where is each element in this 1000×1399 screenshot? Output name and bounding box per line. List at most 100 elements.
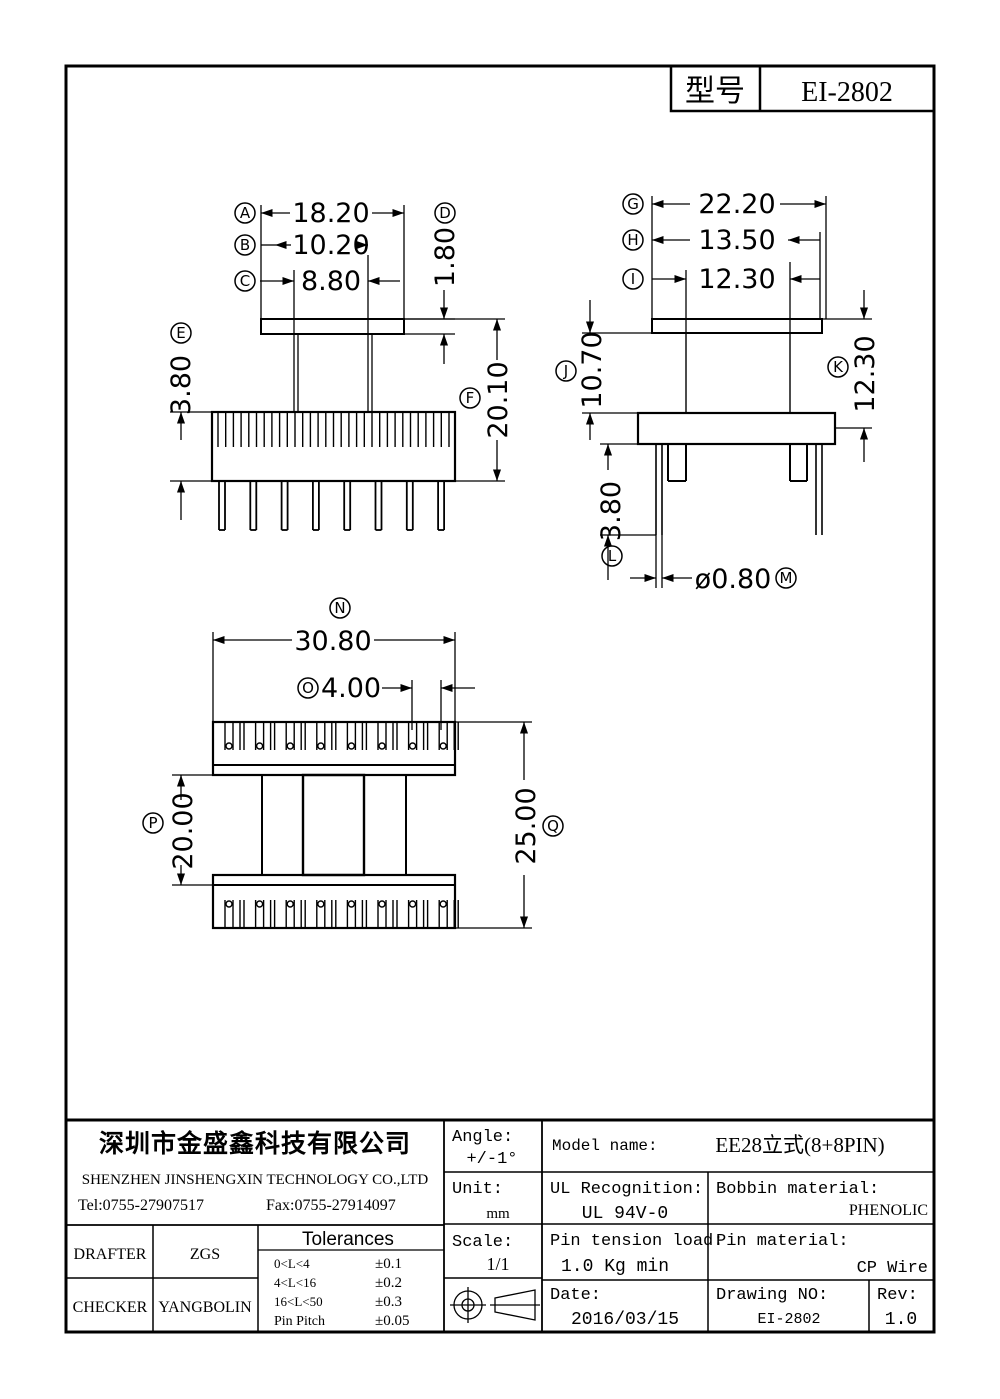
dim-k: K 12.30 bbox=[827, 335, 881, 413]
dim-f: F 20.10 bbox=[459, 361, 514, 439]
tolerance-range: Pin Pitch bbox=[274, 1314, 325, 1329]
tolerance-value: ±0.1 bbox=[375, 1256, 402, 1272]
pin-hole bbox=[378, 900, 386, 908]
angle-value: +/-1° bbox=[466, 1150, 517, 1169]
tolerance-table: 0<L<4 ±0.1 4<L<16 ±0.2 16<L<50 ±0.3 Pin … bbox=[274, 1256, 409, 1329]
front-view bbox=[210, 318, 457, 531]
tolerance-value: ±0.05 bbox=[375, 1313, 409, 1329]
svg-text:4.00: 4.00 bbox=[321, 673, 381, 704]
svg-text:M: M bbox=[780, 569, 793, 587]
model-name-value: EE28立式(8+8PIN) bbox=[715, 1133, 884, 1157]
scale-value: 1/1 bbox=[486, 1254, 509, 1274]
dim-g: G 22.20 bbox=[622, 189, 776, 220]
pin-hole bbox=[378, 742, 386, 750]
dim-p: P 20.00 bbox=[142, 792, 199, 870]
svg-text:O: O bbox=[302, 679, 314, 697]
tolerances-title: Tolerances bbox=[302, 1229, 394, 1250]
dim-b: B 10.20 bbox=[234, 230, 370, 261]
drawing-no-value: EI-2802 bbox=[757, 1311, 820, 1328]
drawing-no-label: Drawing NO: bbox=[716, 1286, 828, 1305]
svg-text:D: D bbox=[439, 204, 451, 222]
pin-hole bbox=[286, 900, 294, 908]
svg-text:B: B bbox=[240, 236, 250, 254]
bottom-view bbox=[211, 720, 459, 930]
company-name-en: SHENZHEN JINSHENGXIN TECHNOLOGY CO.,LTD bbox=[82, 1172, 429, 1188]
svg-text:25.00: 25.00 bbox=[511, 787, 542, 864]
dim-d: D 1.80 bbox=[430, 202, 461, 287]
pin-hole bbox=[439, 900, 447, 908]
company-fax: Fax:0755-27914097 bbox=[266, 1197, 396, 1214]
model-label: 型号 bbox=[685, 75, 745, 108]
model-header: 型号 EI-2802 bbox=[669, 64, 936, 113]
pin-hole bbox=[317, 742, 325, 750]
tolerance-range: 16<L<50 bbox=[274, 1294, 323, 1309]
dim-o: O 4.00 bbox=[297, 673, 381, 704]
unit-label: Unit: bbox=[452, 1180, 503, 1199]
svg-text:18.20: 18.20 bbox=[292, 198, 369, 229]
svg-text:K: K bbox=[833, 358, 844, 376]
side-view bbox=[636, 318, 837, 535]
svg-text:N: N bbox=[334, 599, 345, 617]
pin-hole bbox=[408, 742, 417, 750]
dim-i: I 12.30 bbox=[622, 264, 776, 295]
svg-text:30.80: 30.80 bbox=[294, 626, 371, 657]
front-view-dims bbox=[170, 205, 505, 520]
tolerance-value: ±0.3 bbox=[375, 1294, 402, 1310]
svg-text:3.80: 3.80 bbox=[166, 355, 197, 415]
bobbin-material-label: Bobbin material: bbox=[716, 1180, 879, 1199]
svg-text:22.20: 22.20 bbox=[698, 189, 775, 220]
tolerance-range: 0<L<4 bbox=[274, 1256, 310, 1271]
svg-text:G: G bbox=[627, 195, 639, 213]
pin-hole bbox=[225, 900, 233, 908]
svg-text:ø0.80: ø0.80 bbox=[695, 564, 772, 595]
dim-a: A 18.20 bbox=[234, 198, 370, 229]
svg-text:A: A bbox=[240, 204, 251, 222]
svg-text:10.20: 10.20 bbox=[292, 230, 369, 261]
dim-n: N 30.80 bbox=[294, 597, 372, 657]
pin-material-value: CP Wire bbox=[857, 1259, 928, 1278]
svg-text:1.80: 1.80 bbox=[430, 227, 461, 287]
tolerance-value: ±0.2 bbox=[375, 1275, 402, 1291]
bottom-view-dims bbox=[172, 632, 532, 929]
bobbin-material-value: PHENOLIC bbox=[849, 1202, 928, 1219]
pin-hole bbox=[225, 742, 233, 750]
date-label: Date: bbox=[550, 1286, 601, 1305]
svg-text:C: C bbox=[240, 272, 250, 290]
svg-text:13.50: 13.50 bbox=[698, 225, 775, 256]
svg-text:F: F bbox=[466, 389, 475, 407]
svg-text:8.80: 8.80 bbox=[301, 266, 361, 297]
dim-j: J 10.70 bbox=[555, 331, 608, 409]
dimension-labels: A 18.20 B 10.20 C 8.80 D 1.80 E 3.80 F 2… bbox=[142, 189, 881, 870]
scale-label: Scale: bbox=[452, 1233, 513, 1252]
svg-text:P: P bbox=[148, 814, 157, 832]
checker-value: YANGBOLIN bbox=[158, 1299, 252, 1316]
svg-text:12.30: 12.30 bbox=[698, 264, 775, 295]
svg-text:3.80: 3.80 bbox=[596, 481, 627, 541]
pin-hole bbox=[255, 900, 264, 908]
unit-value: mm bbox=[486, 1206, 510, 1222]
dim-e: E 3.80 bbox=[166, 322, 197, 415]
date-value: 2016/03/15 bbox=[571, 1310, 679, 1330]
pin-tension-value: 1.0 Kg min bbox=[561, 1257, 669, 1277]
svg-text:E: E bbox=[176, 324, 185, 342]
drawing-border bbox=[64, 64, 936, 1334]
pin-material-label: Pin material: bbox=[716, 1232, 849, 1251]
pin-hole bbox=[439, 742, 447, 750]
ul-value: UL 94V-0 bbox=[582, 1204, 668, 1224]
drafter-value: ZGS bbox=[190, 1246, 220, 1263]
ul-label: UL Recognition: bbox=[550, 1180, 703, 1199]
svg-text:10.70: 10.70 bbox=[577, 331, 608, 408]
tolerance-range: 4<L<16 bbox=[274, 1275, 317, 1290]
pin-hole bbox=[347, 742, 356, 750]
drafter-label: DRAFTER bbox=[74, 1246, 147, 1263]
pin-hole bbox=[317, 900, 325, 908]
title-block bbox=[66, 1118, 934, 1332]
side-view-dims bbox=[582, 196, 872, 588]
angle-label: Angle: bbox=[452, 1128, 513, 1147]
model-value: EI-2802 bbox=[801, 77, 893, 108]
dim-c: C 8.80 bbox=[234, 266, 361, 297]
svg-text:L: L bbox=[608, 547, 617, 565]
dim-h: H 13.50 bbox=[622, 225, 776, 256]
model-name-label: Model name: bbox=[552, 1137, 658, 1155]
